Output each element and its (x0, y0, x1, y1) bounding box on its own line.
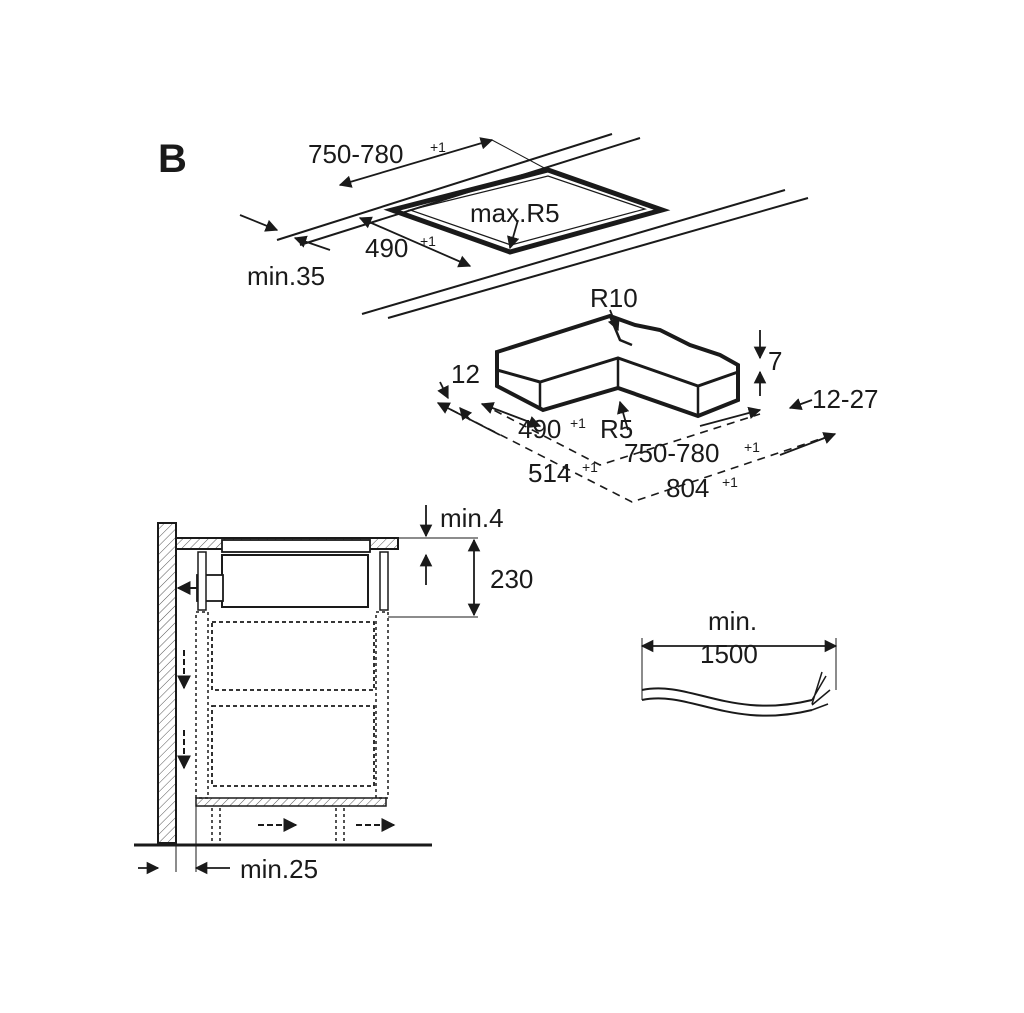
edge-arrow-left (239, 214, 279, 232)
r5-arrow (617, 400, 630, 431)
worktop-edge-front-1 (361, 189, 786, 315)
inner-depth-arrow (480, 402, 542, 428)
cable-upper (641, 687, 813, 707)
cutout-width-label: 750-780 (308, 139, 403, 169)
thickness-arrow-top (437, 381, 449, 400)
worktop-edge-front-2 (387, 197, 809, 319)
frame-inner-depth-label: 490 (518, 414, 561, 444)
frame-outer-width-tolerance: +1 (722, 474, 738, 490)
frame-outer-depth-label: 514 (528, 458, 571, 488)
cable-wires (811, 671, 831, 711)
frame-footprint-dashed (437, 402, 836, 503)
frame-rim-label: 12-27 (812, 384, 879, 414)
gap-label: min.4 (440, 503, 504, 533)
drawer-upper (211, 621, 375, 691)
height-label: 230 (490, 564, 533, 594)
wall-gap-label: min.25 (240, 854, 318, 884)
edge-arrow-right (293, 235, 331, 251)
outer-depth-arrow (436, 402, 501, 436)
power-cable-view (640, 638, 838, 717)
drawer-lower (211, 705, 375, 787)
cable-label-line2: 1500 (700, 639, 758, 669)
worktop-cutout-view (239, 133, 809, 319)
cutout-width-tolerance: +1 (430, 139, 446, 155)
radius-arrow (507, 219, 520, 250)
cutout-radius-label: max.R5 (470, 198, 560, 228)
outer-width-arrow (779, 432, 837, 456)
r10-arrow (607, 309, 620, 332)
cutout-width-arrow (338, 137, 494, 188)
frame-block-outline (495, 313, 740, 419)
cable-label-line1: min. (708, 606, 757, 636)
hob-glass (221, 539, 371, 553)
cutout-depth-tolerance: +1 (420, 233, 436, 249)
rebate-frame-view (436, 309, 837, 503)
hob-body (221, 554, 369, 608)
edge-distance-label: min.35 (247, 261, 325, 291)
section-label: B (158, 137, 187, 181)
cutout-depth-arrow (358, 216, 472, 268)
wall (157, 522, 177, 844)
frame-outer-depth-tolerance: +1 (582, 459, 598, 475)
cutout-inner-outline (407, 175, 648, 246)
frame-thickness-label: 12 (451, 359, 480, 389)
cabinet-bottom (195, 797, 387, 807)
frame-r5-label: R5 (600, 414, 633, 444)
cutout-depth-label: 490 (365, 233, 408, 263)
frame-step-label: 7 (768, 346, 782, 376)
inner-width-arrow (699, 406, 762, 427)
cable-lower (641, 697, 813, 717)
rim-arrow (788, 398, 813, 411)
frame-inner-depth-tolerance: +1 (570, 415, 586, 431)
frame-inner-width-tolerance: +1 (744, 439, 760, 455)
frame-r10-label: R10 (590, 283, 638, 313)
side-section-view (134, 505, 481, 875)
frame-outer-width-label: 804 (666, 473, 709, 503)
frame-inner-width-label: 750-780 (624, 438, 719, 468)
